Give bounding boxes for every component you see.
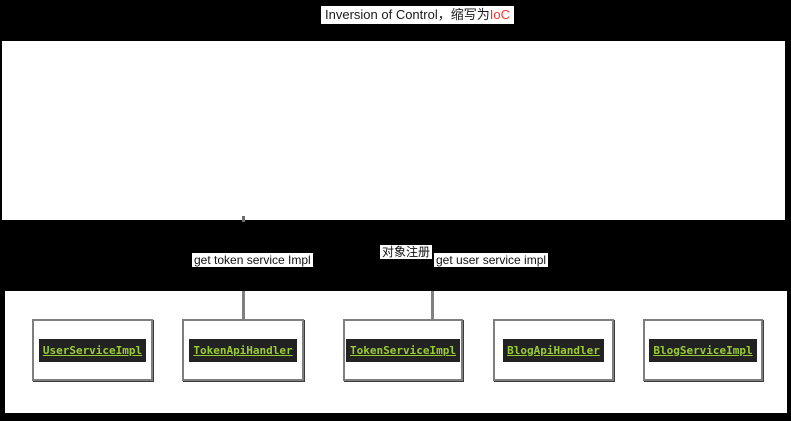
impl-link-blog-api-handler[interactable]: BlogApiHandler bbox=[503, 338, 604, 362]
impl-link-token-service-impl[interactable]: TokenServiceImpl bbox=[346, 338, 460, 362]
label-object-register: 对象注册 bbox=[380, 245, 433, 259]
title-text: Inversion of Control，缩写为 bbox=[325, 7, 490, 22]
impl-box-token-service-impl: TokenServiceImpl bbox=[343, 319, 463, 381]
title-highlight: IoC bbox=[489, 7, 510, 22]
label-get-token-service-impl: get token service Impl bbox=[192, 253, 313, 267]
connector-tick bbox=[242, 216, 245, 222]
connector-line-token-service-impl bbox=[431, 291, 434, 319]
label-get-user-service-impl: get user service impl bbox=[434, 253, 549, 267]
implementations-panel: UserServiceImpl TokenApiHandler TokenSer… bbox=[5, 291, 787, 413]
impl-link-token-api-handler[interactable]: TokenApiHandler bbox=[189, 338, 297, 362]
blank-content-area bbox=[2, 41, 785, 220]
impl-box-blog-service-impl: BlogServiceImpl bbox=[643, 319, 763, 381]
impl-box-user-service-impl: UserServiceImpl bbox=[32, 319, 153, 381]
impl-link-user-service-impl[interactable]: UserServiceImpl bbox=[38, 338, 147, 362]
diagram-title: Inversion of Control，缩写为IoC bbox=[321, 6, 514, 24]
impl-box-token-api-handler: TokenApiHandler bbox=[182, 319, 304, 381]
connector-line-token-api-handler bbox=[242, 291, 245, 319]
impl-link-blog-service-impl[interactable]: BlogServiceImpl bbox=[649, 338, 757, 362]
impl-box-blog-api-handler: BlogApiHandler bbox=[493, 319, 614, 381]
